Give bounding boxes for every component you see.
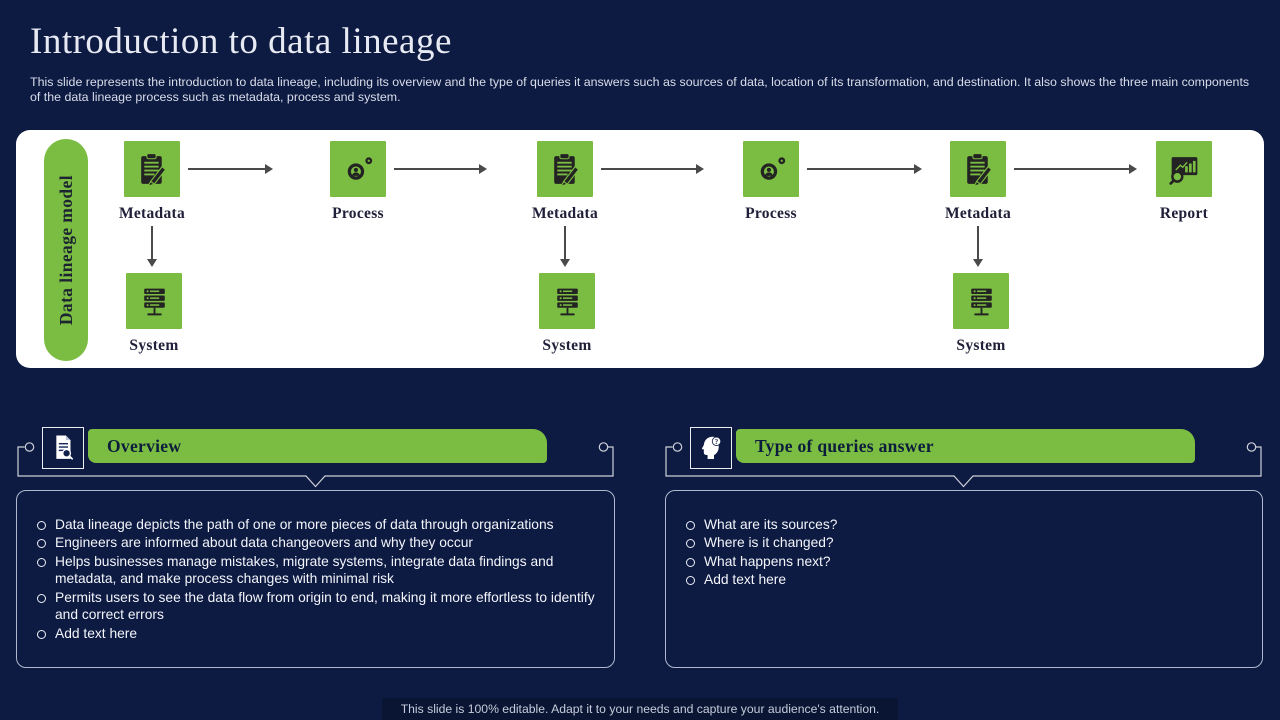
head-question-icon (696, 433, 726, 463)
list-item: Where is it changed? (686, 534, 1244, 552)
slide-title: Introduction to data lineage (30, 21, 452, 62)
node-label: System (542, 337, 592, 354)
node-label: Metadata (531, 205, 599, 222)
list-item-add-text-placeholder[interactable]: Add text here (37, 625, 596, 643)
flow-arrow-down (147, 226, 157, 267)
circle-bullet-icon (37, 629, 46, 639)
node-label: Process (745, 205, 797, 222)
list-item: Permits users to see the data flow from … (37, 589, 596, 625)
process-icon (340, 151, 377, 188)
overview-icon-box (42, 427, 84, 469)
overview-bullet-list: Data lineage depicts the path of one or … (37, 516, 596, 643)
flow-arrow-right (807, 164, 922, 174)
queries-icon-box (690, 427, 732, 469)
flow-arrow-right (394, 164, 487, 174)
flow-node-system-2: System (539, 273, 595, 354)
flow-node-process-1: Process (330, 141, 386, 222)
list-item: Engineers are informed about data change… (37, 534, 596, 552)
overview-section-header: Overview (16, 425, 615, 495)
node-label: Report (1159, 205, 1209, 222)
circle-bullet-icon (686, 521, 695, 530)
slide-subtitle: This slide represents the introduction t… (30, 75, 1250, 104)
queries-content-box: What are its sources? Where is it change… (665, 490, 1263, 668)
flow-node-process-2: Process (743, 141, 799, 222)
data-lineage-model-pill: Data lineage model (44, 139, 88, 361)
list-item: What are its sources? (686, 516, 1244, 534)
flow-node-metadata-3: Metadata (945, 141, 1011, 222)
queries-section-header: Type of queries answer (664, 425, 1263, 495)
data-lineage-model-panel: Data lineage model Metadata Process Meta… (16, 130, 1264, 368)
node-label: Metadata (944, 205, 1012, 222)
node-label: Process (332, 205, 384, 222)
flow-arrow-right (188, 164, 273, 174)
process-icon (753, 151, 790, 188)
list-item: What happens next? (686, 553, 1244, 571)
flow-node-report: Report (1156, 141, 1212, 222)
overview-title-bar: Overview (88, 429, 547, 463)
circle-bullet-icon (37, 593, 46, 603)
document-search-icon (48, 433, 78, 463)
circle-bullet-icon (37, 521, 46, 530)
node-label: System (956, 337, 1006, 354)
flow-arrow-down (560, 226, 570, 267)
system-icon (549, 283, 586, 320)
metadata-icon (960, 151, 997, 188)
footer-note: This slide is 100% editable. Adapt it to… (382, 698, 898, 720)
queries-title-bar: Type of queries answer (736, 429, 1195, 463)
flow-node-metadata-2: Metadata (532, 141, 598, 222)
overview-content-box: Data lineage depicts the path of one or … (16, 490, 615, 668)
flow-node-system-1: System (126, 273, 182, 354)
flow-arrow-right (601, 164, 704, 174)
system-icon (136, 283, 173, 320)
metadata-icon (134, 151, 171, 188)
system-icon (963, 283, 1000, 320)
flow-node-metadata-1: Metadata (119, 141, 185, 222)
list-item: Data lineage depicts the path of one or … (37, 516, 596, 534)
list-item-add-text-placeholder[interactable]: Add text here (686, 571, 1244, 589)
report-icon (1166, 151, 1203, 188)
circle-bullet-icon (37, 539, 46, 549)
circle-bullet-icon (37, 557, 46, 567)
node-label: Metadata (118, 205, 186, 222)
list-item: Helps businesses manage mistakes, migrat… (37, 553, 596, 589)
flow-arrow-right (1014, 164, 1137, 174)
queries-connector-decoration (665, 442, 1262, 488)
circle-bullet-icon (686, 557, 695, 567)
queries-bullet-list: What are its sources? Where is it change… (686, 516, 1244, 589)
data-lineage-model-label: Data lineage model (55, 174, 76, 326)
metadata-icon (547, 151, 584, 188)
flow-node-system-3: System (953, 273, 1009, 354)
node-label: System (129, 337, 179, 354)
flow-arrow-down (973, 226, 983, 267)
circle-bullet-icon (686, 575, 695, 585)
circle-bullet-icon (686, 539, 695, 549)
overview-connector-decoration (17, 442, 614, 488)
